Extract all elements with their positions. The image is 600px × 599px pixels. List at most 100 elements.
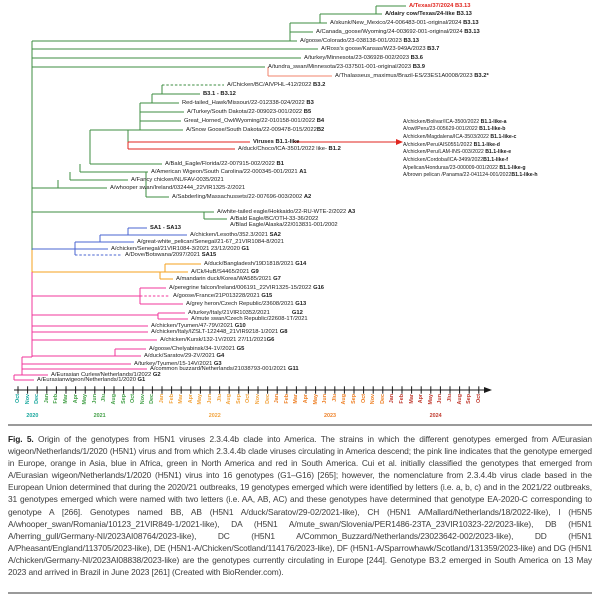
taxon-label: A/turkey/Tyumen/15-14V/2021 G3 <box>134 360 222 367</box>
taxon-label: Great_Horned_Owl/Wyoming/22-010158-001/2… <box>184 117 325 124</box>
caption: Fig. 5. Origin of the genotypes from H5N… <box>8 433 592 578</box>
taxon-label: A/Thalasseus_maximus/Brazil-ES/23ES1A000… <box>335 72 489 79</box>
taxon-label: A/Fancy chicken/NL/FAV-0035/2021 <box>131 176 224 183</box>
month-label: Sep <box>120 394 127 404</box>
month-label: Oct <box>360 394 367 403</box>
taxon-label: A/chicken/Senegal/21VIR1084-3/2021 23/12… <box>111 245 250 252</box>
month-label: Feb <box>168 394 175 404</box>
b11-strain-label: A/chicken/Magdalena/ICA-3503/2022 B1.1-l… <box>403 134 517 140</box>
b11-strain-label: A/pelican/Honduras/23-000009-001/2022 B1… <box>403 165 526 171</box>
month-label: Jan <box>43 394 50 404</box>
taxon-label: A/Canada_goose/Wyoming/24-003692-001-ori… <box>316 28 480 35</box>
taxon-label: A/duck/Saratov/29-2V/2021 G4 <box>144 352 225 359</box>
time-axis-line <box>14 386 492 394</box>
month-label: Sep <box>235 394 242 404</box>
taxon-label: A/Chicken/BC/AIVPHL-412/2022 B3.2 <box>227 81 326 88</box>
month-label: Mar <box>293 394 300 404</box>
taxon-label: A/whooper swan/Ireland/032444_22VIR1325-… <box>110 184 246 191</box>
taxon-label: A/dairy cow/Texas/24-like B3.13 <box>385 10 472 17</box>
month-label: Feb <box>283 394 290 404</box>
taxon-label: A/Bald_Eagle/Florida/22-007915-002/2022 … <box>165 160 284 167</box>
taxon-label: A/Snow Goose/South Dakota/22-009478-015/… <box>186 126 325 133</box>
month-label: Feb <box>53 394 60 404</box>
b11-strain-label: A/chicken/Cordoba/ICA-3499/2022B1.1-like… <box>403 157 508 163</box>
month-label: Feb <box>399 394 405 404</box>
year-label: 2021 <box>93 413 106 419</box>
b11-strain-label: A/brown pelican /Panama/22-041124-001/20… <box>403 172 538 178</box>
separator-bottom <box>8 592 592 594</box>
taxon-label: A/duck/Choco/ICA-3501/2022 like- B1.2 <box>238 145 341 152</box>
taxon-label: A/Dove/Botswana/2097/2021 SA15 <box>125 251 217 258</box>
taxon-label: A/chicken/Tyumen/47-79V/2021 G10 <box>151 322 246 329</box>
taxon-label: A/Eurasian Curlew/Netherlands/1/2022 G2 <box>51 371 161 378</box>
month-label: Nov <box>139 394 146 405</box>
year-label: 2024 <box>429 413 442 419</box>
separator-top <box>8 424 592 426</box>
taxon-label: A/great-white_pelican/Senegal/21-67_21VI… <box>137 238 284 245</box>
taxon-label: A/turkey/Minnesota/23-036928-002/2023 B3… <box>304 54 423 61</box>
b11-strain-label: A/chicken/Peru/AIS0551/2022 B1.1-like-d <box>403 142 500 148</box>
taxon-label: Viruses B1.1-like <box>253 138 300 145</box>
taxon-label: A/goose/Chelyabinsk/34-1V/2021 G5 <box>149 345 245 352</box>
month-label: Nov <box>370 394 377 405</box>
taxon-label: B3.1 - B3.12 <box>203 90 236 97</box>
taxon-label: A/goose/France/21P013228/2021 G15 <box>173 292 273 299</box>
month-label: Apr <box>72 394 79 404</box>
taxon-label: A/chicken/Italy/IZSLT-122448_21VIR9218-1… <box>151 328 288 335</box>
axis-arrow-icon <box>484 387 492 393</box>
month-label: Oct <box>245 394 252 403</box>
taxon-label: A/American Wigeon/South Carolina/22-0003… <box>151 168 307 175</box>
taxon-label: A/skunk/New_Mexico/24-006483-001-origina… <box>330 19 479 26</box>
taxon-label: A/tundra_swan/Minnesota/23-037501-001-or… <box>268 63 425 70</box>
caption-lead: Fig. 5. <box>8 434 34 444</box>
taxon-label: A/mute swan/Czech Republic/22608-1T/2021 <box>191 315 308 322</box>
month-label: Sep <box>351 394 357 404</box>
taxon-label: A/goose/Colorado/23-038138-001/2023 B3.1… <box>300 37 419 44</box>
month-label: Oct <box>130 394 137 403</box>
taxon-label: A/Texas/37/2024 B3.13 <box>409 2 471 9</box>
taxon-label: A/Turkey/South Dakota/22-009023-001/2022… <box>187 108 312 115</box>
asia-branches <box>31 250 201 280</box>
taxon-label: A/Bald Eagle/BC/OTH-33-36/2022 <box>230 215 319 222</box>
month-label: Dec <box>149 394 156 404</box>
africa-branches <box>32 227 187 256</box>
taxon-label: A/Eurasianwigeon/Netherlands/1/2020 G1 <box>37 376 146 383</box>
month-label: Jan <box>389 394 396 404</box>
north-america-branches <box>31 5 406 250</box>
thalasseus-branch <box>267 67 332 77</box>
taxon-label: Red-tailed_Hawk/Missouri/22-012338-024/2… <box>182 99 314 106</box>
taxon-label: A/peregrine falcon/Ireland/006191_22VIR1… <box>169 284 325 291</box>
year-label: 2020 <box>26 413 39 419</box>
taxon-label: A/chicken/Kursk/132-1V/2021 27/11/2021G6 <box>160 336 275 343</box>
taxon-label: A/duck/Bangladesh/19D1818/2021 G14 <box>204 260 307 267</box>
b11-strain-label: A/chicken/Bolivar/ICA-3500/2022 B1.1-lik… <box>403 119 507 125</box>
taxon-label: A/Blad Eagle/Alaska/22/013831-001/2002 <box>230 221 338 228</box>
b11-strain-label: A/chicken/Peru/LAM-INS-003/2022 B1.1-lik… <box>403 149 512 155</box>
taxon-label: A/mandarin duck/Korea/WA585/2021 G7 <box>176 275 281 282</box>
b11-strain-label: A/owl/Peru/23-005629-001/2022 B1.1-like-… <box>403 126 506 132</box>
taxon-label: A/white-tailed eagle/Hokkaido/22-RU-WTE-… <box>217 208 356 215</box>
tree-branches <box>13 5 492 394</box>
year-label: 2023 <box>324 413 336 419</box>
month-label: Aug <box>456 394 463 405</box>
taxon-label: A/common buzzard/Netherlands/21038793-00… <box>150 365 299 372</box>
month-label: Mar <box>178 394 185 404</box>
taxon-label: A/Sabderling/Massachussets/22-007696-003… <box>172 193 312 200</box>
taxon-label: SA1 - SA13 <box>150 224 181 231</box>
month-label: Sep <box>466 394 473 404</box>
month-label: Mar <box>408 394 415 404</box>
caption-text: Origin of the genotypes from H5N1 viruse… <box>8 434 592 578</box>
taxon-label: A/Ck/HuB/S4465/2021 G9 <box>191 268 259 275</box>
month-label: Jan <box>159 394 165 404</box>
month-label: Dec <box>379 394 386 404</box>
europe-branches <box>13 272 188 381</box>
month-label: Apr <box>187 394 194 404</box>
month-label: Apr <box>303 394 309 404</box>
month-label: Dec <box>264 394 271 404</box>
taxon-label: A/grey heron/Czech Republic/23608/2021 G… <box>186 300 307 307</box>
